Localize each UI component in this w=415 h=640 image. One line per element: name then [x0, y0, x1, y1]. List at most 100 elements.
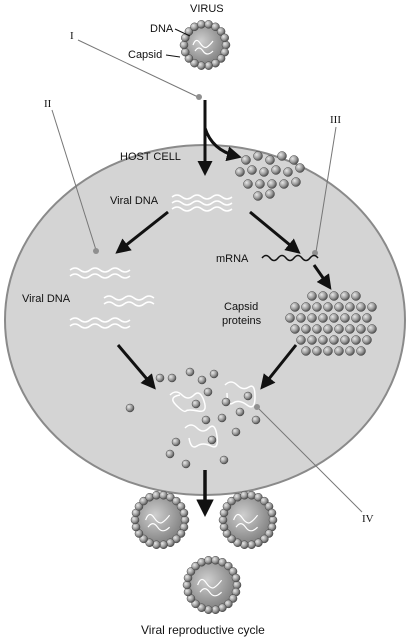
capsid-protein — [191, 599, 200, 609]
protein-particle — [367, 302, 377, 312]
capsid-protein — [228, 594, 238, 603]
protein-particle — [312, 302, 322, 312]
marker-III: III — [330, 114, 341, 126]
protein-particle — [155, 373, 165, 383]
virus-particles — [130, 20, 278, 614]
protein-particle — [312, 324, 322, 334]
marker-III-dot — [312, 250, 318, 256]
protein-particle — [301, 324, 311, 334]
protein-particle — [290, 324, 300, 334]
dna-pointer — [174, 28, 191, 37]
capsid-protein — [264, 529, 274, 538]
capsid-protein — [197, 603, 206, 612]
capsid-protein — [131, 522, 141, 532]
protein-particle — [334, 346, 344, 356]
virus-dna — [197, 578, 223, 597]
protein-particle — [356, 346, 366, 356]
capsid-protein — [179, 508, 189, 518]
protein-particle — [285, 313, 295, 323]
protein-particle — [312, 346, 322, 356]
marker-I-dot — [196, 94, 202, 100]
protein-particle — [340, 335, 350, 345]
protein-particle — [345, 346, 355, 356]
protein-particle — [165, 449, 175, 459]
capsid-protein — [216, 54, 226, 63]
marker-I: I — [70, 30, 74, 42]
mrna-strand — [261, 254, 319, 262]
arrow-proteins-to-assembly — [260, 344, 298, 390]
capsid-protein — [172, 534, 181, 544]
protein-particle — [351, 313, 361, 323]
capsid-protein — [176, 529, 186, 538]
capsid-protein — [233, 538, 242, 547]
protein-particle — [243, 179, 253, 189]
marker-IV-line — [257, 407, 363, 513]
capsid-protein — [231, 573, 241, 583]
protein-particle — [351, 335, 361, 345]
protein-particle — [301, 346, 311, 356]
arrow-mrna-to-proteins — [312, 264, 332, 290]
marker-II-dot — [93, 248, 99, 254]
protein-particle — [345, 324, 355, 334]
virus-particle — [179, 20, 231, 70]
protein-particle — [181, 459, 191, 469]
capsid-protein — [191, 561, 200, 571]
capsid-protein — [211, 605, 220, 614]
protein-particle — [241, 155, 251, 165]
capsid-protein — [268, 515, 278, 525]
capsid-protein — [227, 496, 236, 506]
protein-particle — [340, 313, 350, 323]
capsid-protein — [184, 54, 194, 63]
marker-IV-dot — [254, 404, 260, 410]
protein-particle — [323, 302, 333, 312]
protein-particle — [279, 179, 289, 189]
protein-particle — [301, 302, 311, 312]
capsid-protein — [166, 493, 175, 502]
capsid-protein — [186, 567, 196, 576]
capsid-protein — [197, 20, 206, 29]
capsid-protein — [211, 22, 220, 32]
protein-particle — [197, 375, 207, 385]
protein-particle — [253, 191, 263, 201]
capsid-protein — [172, 496, 181, 506]
protein-particle — [185, 367, 195, 377]
viral-dna-replicated — [69, 267, 155, 329]
arrow-dna-to-assembly — [116, 344, 156, 390]
protein-particle — [253, 151, 263, 161]
protein-particle — [329, 335, 339, 345]
virus-particle — [130, 491, 190, 549]
protein-particle — [318, 335, 328, 345]
protein-particle — [307, 335, 317, 345]
protein-particle — [291, 177, 301, 187]
protein-particle — [191, 399, 201, 409]
protein-particle — [345, 302, 355, 312]
capsid-protein — [247, 540, 256, 549]
protein-particle — [217, 413, 227, 423]
capsid-pointer — [165, 54, 181, 58]
marker-II: II — [44, 98, 52, 110]
capsid-protein — [232, 580, 242, 590]
protein-particle — [334, 302, 344, 312]
capsid-label: Capsid — [128, 49, 162, 61]
protein-particle — [340, 291, 350, 301]
protein-particle — [362, 313, 372, 323]
protein-particle — [265, 155, 275, 165]
protein-particle — [167, 373, 177, 383]
marker-I-line — [77, 39, 199, 98]
protein-particle — [296, 313, 306, 323]
virus-dna — [192, 39, 214, 55]
protein-particle — [356, 302, 366, 312]
capsid-protein — [204, 556, 213, 565]
capsid-protein — [221, 40, 231, 50]
marker-III-line — [315, 126, 337, 253]
viral-dna-top-label: Viral DNA — [110, 195, 159, 207]
protein-particle — [277, 151, 287, 161]
protein-particle — [235, 407, 245, 417]
protein-particle — [334, 324, 344, 334]
arrow-to-replication — [115, 210, 169, 254]
capsid-protein — [218, 515, 228, 525]
protein-particle — [289, 155, 299, 165]
protein-particle — [251, 415, 261, 425]
diagram-title: Viral reproductive cycle — [141, 623, 265, 637]
